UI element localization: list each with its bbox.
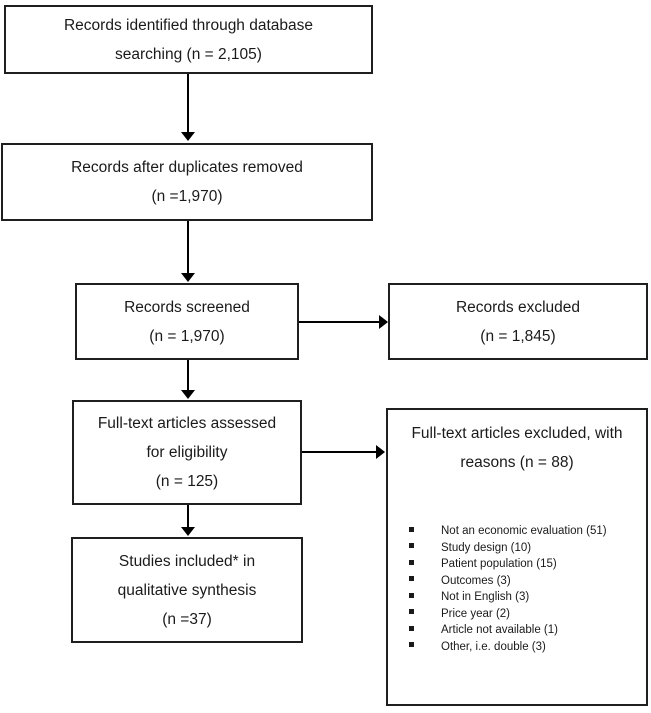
- exclusion-reason-item: Study design (10): [409, 540, 640, 557]
- exclusion-reason-item: Article not available (1): [409, 622, 640, 639]
- bullet-square-icon: [409, 609, 414, 615]
- bullet-square-icon: [409, 576, 414, 582]
- arrow-screened-to-excluded: [299, 315, 388, 329]
- bullet-square-icon: [409, 642, 414, 648]
- exclusion-reason-text: Not in English (3): [441, 591, 530, 603]
- box-records-excluded-line1: Records excluded: [455, 298, 581, 316]
- box-studies-included-line2: qualitative synthesis: [117, 581, 257, 599]
- bullet-square-icon: [409, 543, 414, 549]
- box-fulltext-excluded-line2: with reasons: [460, 425, 623, 471]
- arrow-down-icon: [181, 527, 195, 536]
- box-records-identified-line1: Records identified through database: [63, 16, 314, 34]
- exclusion-reason-item: Other, i.e. double (3): [409, 639, 640, 656]
- arrow-shaft: [187, 505, 189, 527]
- arrow-down-icon: [181, 132, 195, 141]
- box-fulltext-excluded-header: Full-text articles excluded, with reason…: [388, 410, 646, 477]
- box-fulltext-assessed-line2: for eligibility: [146, 444, 228, 461]
- box-duplicates-removed: Records after duplicates removed (n =1,9…: [1, 143, 373, 221]
- arrow-down-icon: [181, 273, 195, 282]
- box-studies-included: Studies included* in qualitative synthes…: [71, 537, 303, 643]
- bullet-square-icon: [409, 526, 414, 532]
- arrow-identified-to-duplicates: [181, 74, 195, 141]
- exclusion-reason-item: Not an economic evaluation (51): [409, 523, 640, 540]
- exclusion-reason-text: Study design (10): [441, 541, 532, 554]
- box-records-excluded: Records excluded (n = 1,845): [388, 283, 648, 360]
- box-records-excluded-line2: (n = 1,845): [480, 327, 556, 345]
- box-records-identified: Records identified through database sear…: [4, 5, 373, 74]
- arrow-down-icon: [181, 390, 195, 399]
- box-fulltext-assessed-line1: Full-text articles assessed: [97, 415, 277, 432]
- arrow-screened-to-fulltext: [181, 360, 195, 399]
- arrow-shaft: [187, 221, 189, 273]
- exclusion-reason-text: Patient population (15): [441, 558, 557, 570]
- box-fulltext-assessed: Full-text articles assessed for eligibil…: [72, 400, 302, 505]
- exclusion-reason-list: Not an economic evaluation (51) Study de…: [388, 523, 646, 655]
- exclusion-reason-text: Article not available (1): [441, 624, 558, 636]
- exclusion-reason-item: Patient population (15): [409, 556, 640, 573]
- exclusion-reason-item: Price year (2): [409, 606, 640, 623]
- exclusion-reason-text: Price year (2): [441, 607, 511, 620]
- bullet-square-icon: [409, 559, 414, 565]
- arrow-shaft: [299, 321, 379, 323]
- bullet-square-icon: [409, 625, 414, 631]
- box-records-screened-line1: Records screened: [124, 298, 250, 316]
- exclusion-reason-text: Other, i.e. double (3): [441, 640, 546, 653]
- arrow-shaft: [187, 74, 189, 132]
- arrow-fulltext-to-excluded-reasons: [302, 445, 385, 459]
- arrow-right-icon: [376, 445, 385, 459]
- exclusion-reason-text: Outcomes (3): [441, 574, 511, 587]
- box-duplicates-removed-line1: Records after duplicates removed: [71, 159, 303, 176]
- bullet-square-icon: [409, 592, 414, 598]
- box-fulltext-excluded-line3: (n = 88): [519, 454, 574, 471]
- arrow-fulltext-to-included: [181, 505, 195, 536]
- box-duplicates-removed-line2: (n =1,970): [151, 188, 223, 205]
- box-fulltext-excluded-reasons: Full-text articles excluded, with reason…: [386, 408, 648, 706]
- arrow-duplicates-to-screened: [181, 221, 195, 282]
- arrow-shaft: [187, 360, 189, 390]
- arrow-shaft: [302, 451, 376, 453]
- box-studies-included-line1: Studies included* in: [118, 552, 256, 570]
- exclusion-reason-item: Outcomes (3): [409, 573, 640, 590]
- box-fulltext-assessed-line3: (n = 125): [155, 473, 219, 490]
- box-records-screened-line2: (n = 1,970): [149, 327, 225, 345]
- box-fulltext-excluded-line1: Full-text articles excluded,: [411, 425, 591, 442]
- arrow-right-icon: [379, 315, 388, 329]
- box-records-identified-line2: searching (n = 2,105): [115, 45, 262, 63]
- box-studies-included-line3: (n =37): [162, 610, 212, 628]
- exclusion-reason-item: Not in English (3): [409, 589, 640, 606]
- box-records-screened: Records screened (n = 1,970): [75, 283, 299, 360]
- exclusion-reason-text: Not an economic evaluation (51): [441, 525, 607, 537]
